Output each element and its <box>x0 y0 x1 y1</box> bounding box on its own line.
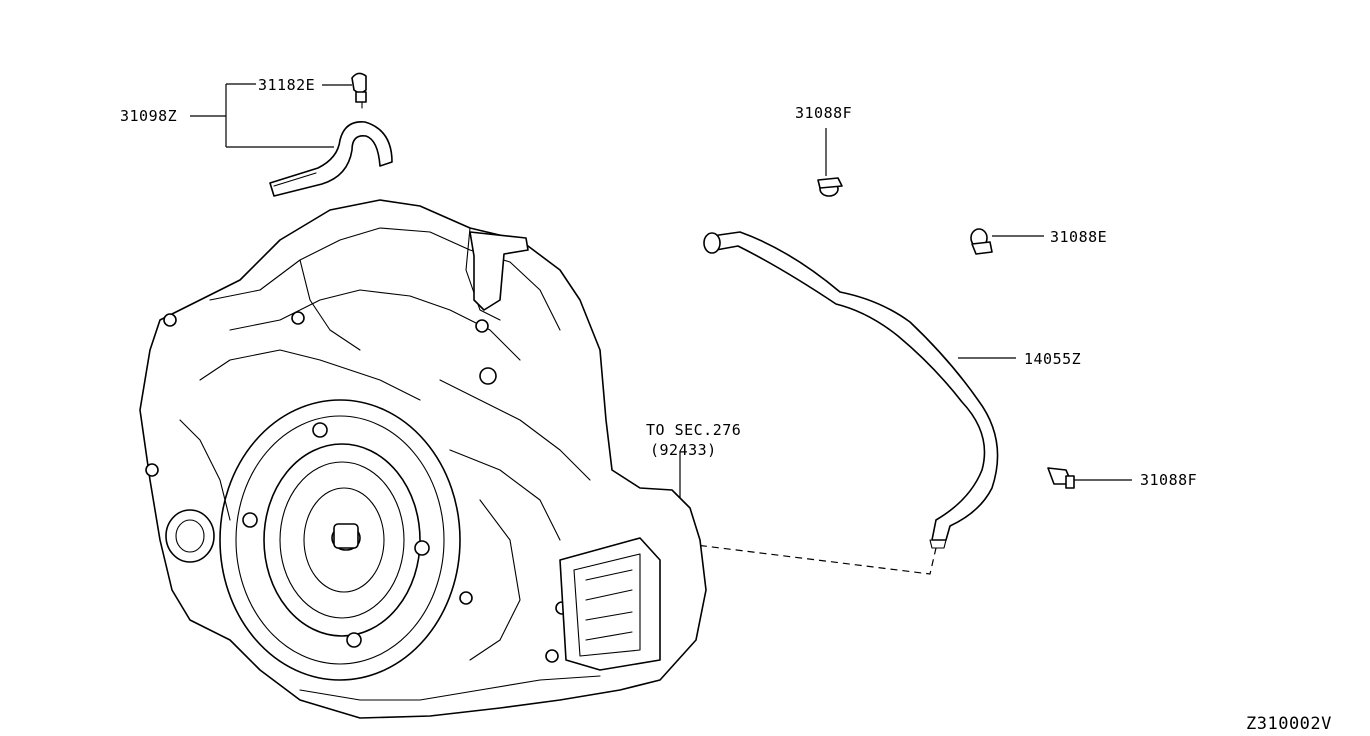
label-14055z: 14055Z <box>1024 350 1081 368</box>
label-31088f-bottom: 31088F <box>1140 471 1197 489</box>
reference-connection <box>679 452 937 575</box>
leader-lines-top-left <box>190 83 352 148</box>
label-31182e: 31182E <box>258 76 315 94</box>
label-31098z: 31098Z <box>120 107 177 125</box>
hose-14055z[interactable] <box>703 231 1016 549</box>
diagram-code: Z310002V <box>1246 714 1332 734</box>
label-31088f-top: 31088F <box>795 104 852 122</box>
clamp-31182e-icon[interactable] <box>351 72 367 109</box>
label-31088e: 31088E <box>1050 228 1107 246</box>
clamp-31088f-top-icon[interactable] <box>817 128 843 197</box>
connector-31088f-bottom-icon[interactable] <box>1047 467 1132 489</box>
clamp-31088e-icon[interactable] <box>970 228 1044 255</box>
bolt-icons <box>145 311 569 663</box>
reference-label-line1: TO SEC.276 <box>646 421 741 439</box>
reference-label-line2: (92433) <box>650 441 717 459</box>
transmission-assembly[interactable] <box>139 199 707 719</box>
hose-31098z[interactable] <box>269 121 393 197</box>
